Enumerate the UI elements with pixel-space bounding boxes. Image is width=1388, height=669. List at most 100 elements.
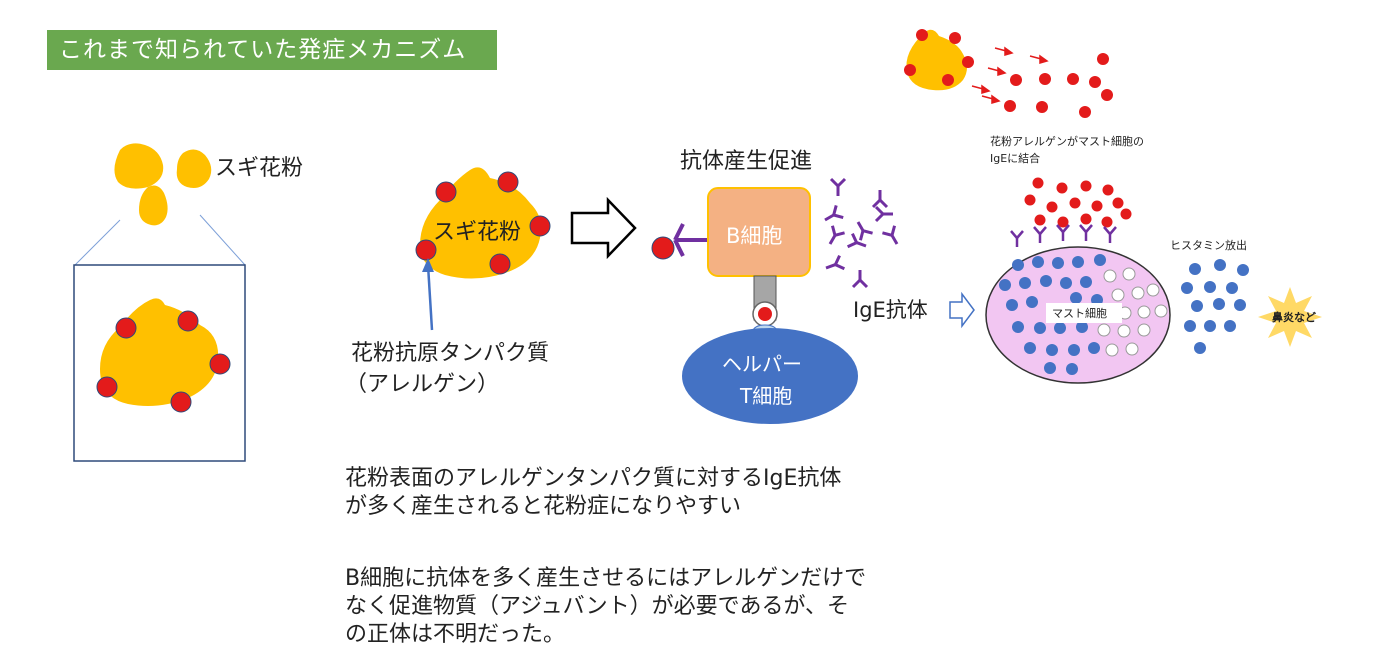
allergen-dot: [1102, 184, 1114, 196]
histamine-dot: [1237, 264, 1249, 276]
explanation-paragraph-1: 花粉表面のアレルゲンタンパク質に対するIgE抗体 が多く産生されると花粉症になり…: [345, 465, 841, 521]
antigen-label-line2: （アレルゲン）: [345, 372, 500, 397]
release-arrows: [971, 46, 1049, 104]
center-allergens: [415, 171, 551, 275]
allergen-dot: [1120, 208, 1132, 220]
released-allergens: [1004, 53, 1113, 118]
granule: [1066, 363, 1078, 375]
allergen-dot: [177, 310, 199, 332]
granule: [1094, 254, 1106, 266]
granule: [1040, 275, 1052, 287]
mast-binding-line1: 花粉アレルゲンがマスト細胞の: [990, 135, 1144, 148]
allergen-dot: [1046, 201, 1058, 213]
antigen-label-line1: 花粉抗原タンパク質: [351, 341, 550, 366]
antibody-promotion-label: 抗体産生促進: [680, 149, 813, 174]
histamine-dot: [1181, 282, 1193, 294]
helper-label-line2: T細胞: [740, 384, 793, 408]
histamine-dot: [1226, 282, 1238, 294]
ige-antibody-label: IgE抗体: [853, 298, 928, 322]
antibody: [829, 177, 847, 196]
granule-empty: [1131, 286, 1145, 300]
allergen-dot: [1024, 194, 1036, 206]
mast-binding-line2: IgEに結合: [990, 152, 1041, 165]
allergen-dot: [916, 29, 928, 41]
allergen-dot: [904, 64, 916, 76]
allergen-dot: [415, 239, 437, 261]
allergen-dot: [1056, 182, 1068, 194]
allergen-dot: [497, 171, 519, 193]
allergen-dot: [1101, 89, 1113, 101]
receptor-antibody: [1056, 224, 1070, 241]
zoom-line-right: [199, 214, 246, 266]
connector-allergen: [758, 307, 772, 321]
allergen-dot: [1067, 73, 1079, 85]
granule: [1012, 321, 1024, 333]
allergen-dot: [1039, 73, 1051, 85]
granule: [1034, 322, 1046, 334]
nasal-label: 鼻炎など: [1272, 311, 1316, 324]
paragraph2-line3: の正体は不明だった。: [345, 622, 566, 647]
antibody: [871, 190, 889, 209]
allergen-dot: [651, 236, 675, 260]
granule: [1088, 342, 1100, 354]
allergen-dot: [209, 353, 231, 375]
histamine-dot: [1213, 298, 1225, 310]
histamine-dot: [1234, 299, 1246, 311]
pollen-grain: [176, 149, 212, 188]
antibody: [856, 221, 873, 241]
allergen-dot: [1101, 216, 1113, 228]
mast-label-bg: [1046, 303, 1122, 323]
granule: [1024, 342, 1036, 354]
granule: [1072, 256, 1084, 268]
allergen-dot: [1112, 197, 1124, 209]
allergen-dot: [949, 32, 961, 44]
pollen-grain: [139, 185, 168, 226]
antibody: [846, 232, 867, 249]
allergen-dot: [942, 74, 954, 86]
mast-binding-allergens: [1024, 177, 1132, 228]
allergen-dot: [1057, 216, 1069, 228]
antibody: [851, 270, 869, 289]
allergen-dot: [962, 56, 974, 68]
released-histamine: [1181, 259, 1249, 354]
antibody: [825, 254, 846, 271]
antibody: [882, 225, 899, 245]
helper-label-line1: ヘルパー: [722, 352, 802, 376]
granule-empty: [1122, 267, 1136, 281]
y-antibody-icon: [673, 223, 708, 257]
star-burst-icon: [1258, 287, 1322, 347]
mast-cell-label: マスト細胞: [1052, 307, 1107, 320]
allergen-dot: [1091, 200, 1103, 212]
granule-empty: [1125, 342, 1139, 356]
allergen-dot: [96, 376, 118, 398]
helper-t-cell: [682, 328, 858, 424]
allergen-dot: [1034, 214, 1046, 226]
allergen-dot: [1089, 76, 1101, 88]
antigen-pointer-head: [422, 258, 434, 272]
allergen-dot: [1080, 180, 1092, 192]
allergen-dot: [1069, 197, 1081, 209]
granule: [1032, 256, 1044, 268]
pollen-grain: [114, 143, 164, 189]
receptor-antibody: [1010, 230, 1024, 247]
allergen-dot: [1036, 101, 1048, 113]
release-pollen: [906, 29, 967, 91]
histamine-dot: [1189, 263, 1201, 275]
granule: [1070, 292, 1082, 304]
granule: [1076, 321, 1088, 333]
allergen-dot: [435, 181, 457, 203]
granule-empty: [1154, 304, 1168, 318]
mast-cell-receptors: [1010, 224, 1117, 247]
granule: [1046, 344, 1058, 356]
paragraph1-line2: が多く産生されると花粉症になりやすい: [345, 494, 742, 519]
granule: [1026, 296, 1038, 308]
granule-empty: [1103, 269, 1117, 283]
granule: [1006, 299, 1018, 311]
granule-empty: [1111, 288, 1125, 302]
paragraph2-line1: B細胞に抗体を多く産生させるにはアレルゲンだけで: [345, 566, 867, 591]
granule: [1060, 277, 1072, 289]
release-pollen-allergens: [904, 29, 974, 86]
granule: [1068, 344, 1080, 356]
pollen-grains-top: [114, 143, 212, 226]
